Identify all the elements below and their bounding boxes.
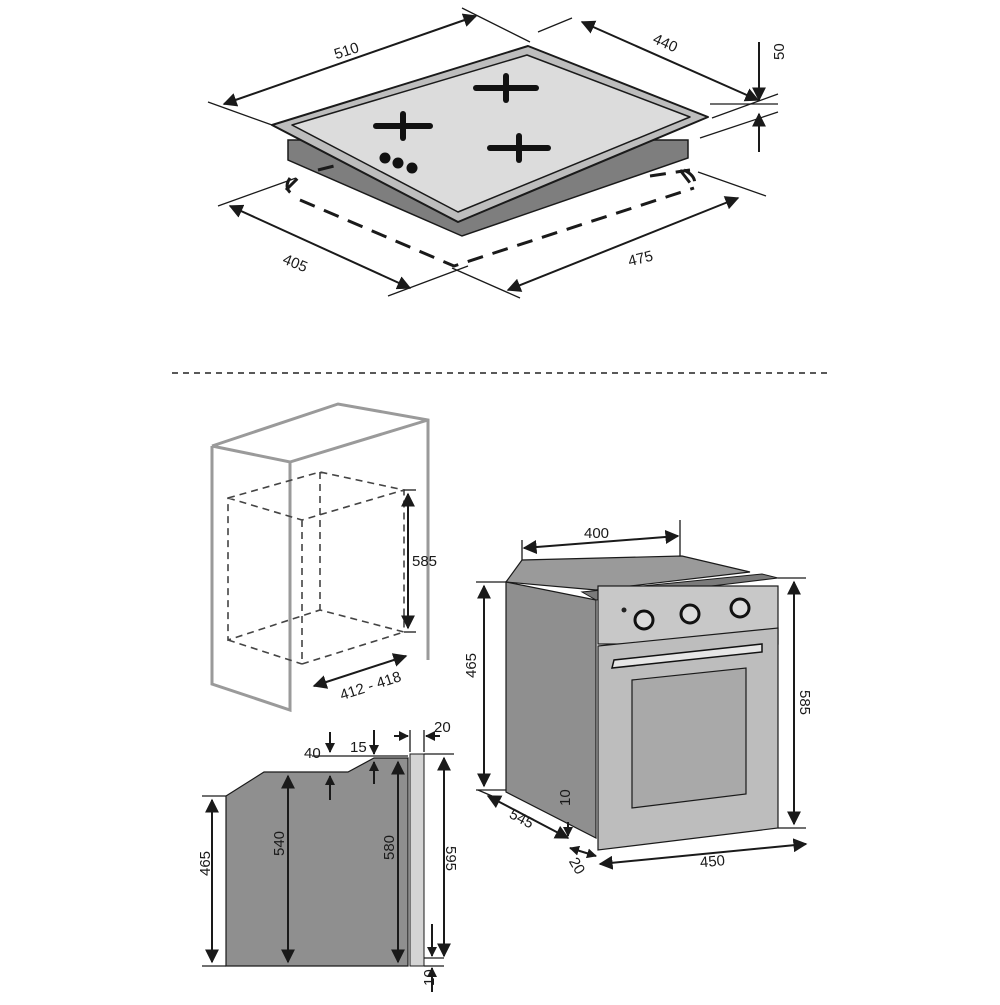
- cabinet-outline: [210, 402, 430, 713]
- cabinet-illustration: 585 412 - 418: [210, 402, 437, 713]
- oven-illustration: [504, 555, 779, 851]
- rear-height-label: 465: [197, 851, 214, 876]
- burner-icon: [473, 73, 539, 103]
- oven-side-panel: [505, 581, 597, 839]
- cutout-corner: [683, 168, 697, 191]
- hob-cutout-outline: [284, 164, 696, 268]
- bottom-gap-label: 10: [557, 789, 574, 806]
- oven-front-width-label: 450: [699, 852, 725, 871]
- side-step-label: 15: [350, 739, 367, 756]
- knob-icon: [633, 609, 655, 631]
- oven-depth-label: 545: [506, 806, 536, 833]
- hob-cutout-depth-label: 405: [280, 251, 310, 276]
- side-door: [409, 753, 425, 967]
- hob-cutout-width-label: 475: [626, 248, 654, 271]
- top-width-label: 400: [584, 525, 609, 542]
- indicator-light-icon: [621, 607, 627, 613]
- side-body: [225, 757, 409, 967]
- hob-illustration: [271, 45, 709, 268]
- front-height-label: 595: [442, 846, 459, 871]
- niche-width-label: 412 - 418: [338, 668, 404, 704]
- hob-height-label: 50: [771, 43, 788, 60]
- hob-depth-label: 440: [650, 30, 680, 56]
- door-thickness-label: 20: [434, 719, 451, 736]
- body-height-label: 540: [271, 831, 288, 856]
- hob-dimensions: 510 440 50 405 475: [207, 7, 788, 299]
- knob-icon: [406, 162, 418, 174]
- knob-icon: [379, 152, 391, 164]
- oven-side-height-label: 465: [463, 653, 480, 678]
- cavity-height-label: 580: [381, 835, 398, 860]
- oven-side-dimensions: 40 15 20 465 540 580 595 10: [197, 719, 459, 992]
- knob-icon: [392, 157, 404, 169]
- oven-side-profile: [225, 753, 425, 967]
- knob-icon: [679, 603, 701, 625]
- hob-width-label: 510: [332, 39, 361, 63]
- door-window: [631, 667, 747, 809]
- niche-outline: [227, 471, 405, 666]
- oven-front-height-label: 585: [796, 690, 813, 715]
- knob-icon: [729, 597, 751, 619]
- oven-top: [504, 555, 751, 591]
- door-handle: [611, 643, 763, 669]
- top-step-label: 40: [304, 745, 321, 762]
- burner-icon: [373, 111, 433, 141]
- door-offset-label: 20: [565, 855, 588, 878]
- bottom-gap-label: 10: [421, 969, 438, 986]
- niche-height-label: 585: [412, 553, 437, 570]
- burner-icon: [487, 133, 551, 163]
